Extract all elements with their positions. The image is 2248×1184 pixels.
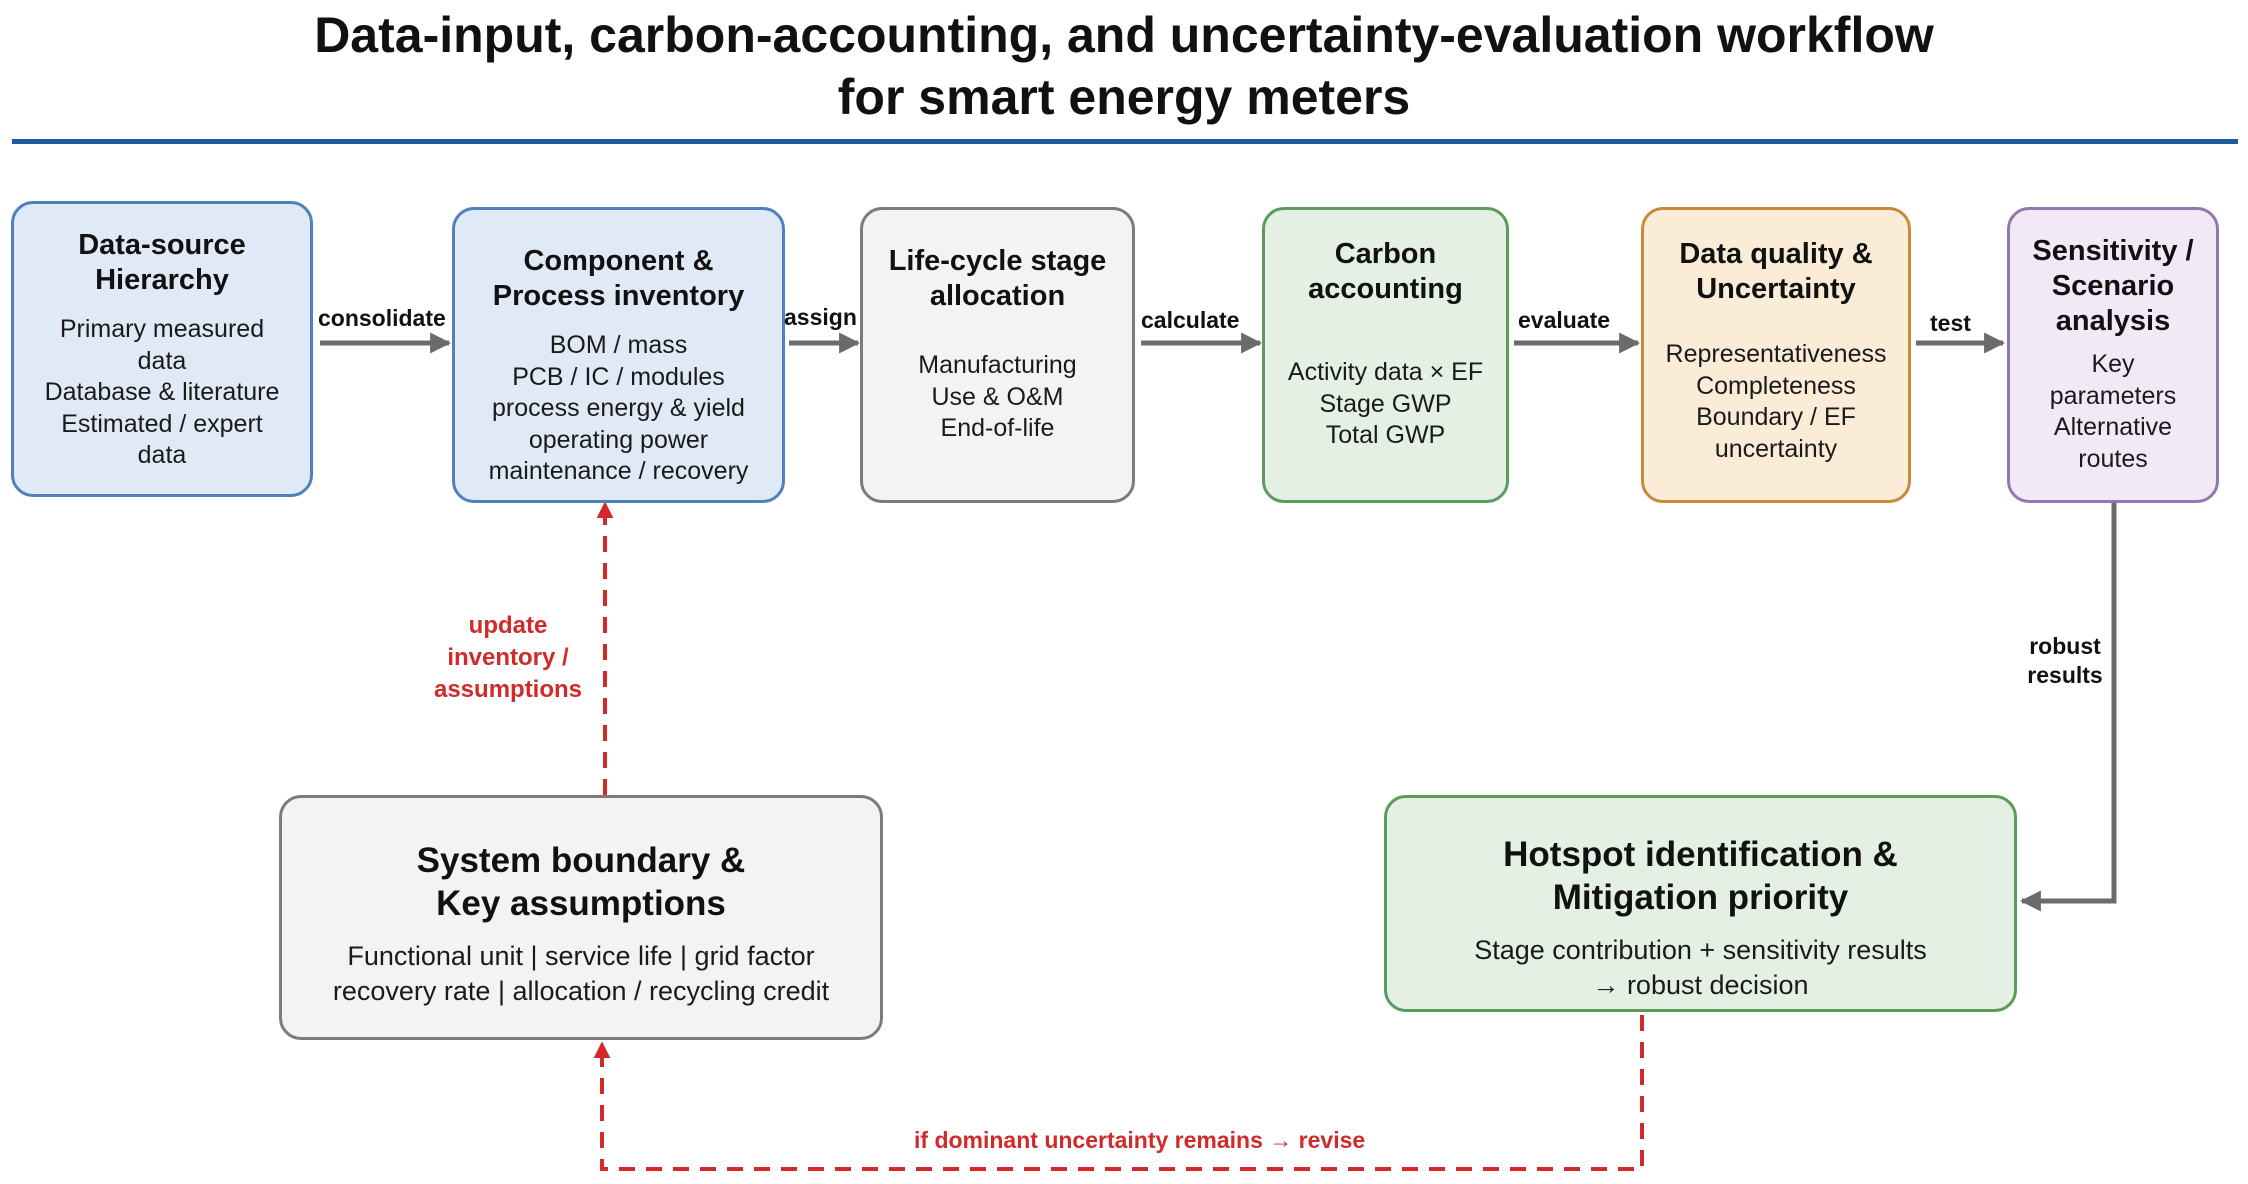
diagram-title: Data-input, carbon-accounting, and uncer… bbox=[0, 4, 2248, 128]
node-component-process-inventory: Component & Process inventory BOM / mass… bbox=[452, 207, 785, 503]
node-details: Stage contribution + sensitivity results… bbox=[1474, 935, 1927, 1000]
node-details: Representativeness Completeness Boundary… bbox=[1665, 340, 1887, 463]
node-details: Activity data × EF Stage GWP Total GWP bbox=[1287, 358, 1484, 449]
node-heading: Data-source Hierarchy bbox=[78, 229, 246, 296]
title-line-1: Data-input, carbon-accounting, and uncer… bbox=[314, 7, 1934, 63]
edge-label-test: test bbox=[1930, 310, 1971, 336]
node-heading: Data quality & Uncertainty bbox=[1679, 238, 1873, 305]
node-details: Manufacturing Use & O&M End-of-life bbox=[918, 351, 1077, 442]
edge-label-calculate: calculate bbox=[1141, 307, 1240, 333]
arrow-robust-results bbox=[2019, 503, 2117, 912]
flow-arrows bbox=[320, 332, 2117, 912]
edge-label-assign: assign bbox=[784, 304, 857, 330]
node-details: BOM / mass PCB / IC / modules process en… bbox=[488, 331, 749, 485]
arrow-revise-boundary bbox=[593, 1015, 1644, 1171]
edge-label-robust-results: robust results bbox=[2027, 633, 2103, 688]
edge-label-consolidate: consolidate bbox=[318, 305, 446, 331]
node-life-cycle-stage-allocation: Life-cycle stage allocation Manufacturin… bbox=[860, 207, 1135, 503]
edge-label-evaluate: evaluate bbox=[1518, 307, 1611, 333]
node-heading: Sensitivity / Scenario analysis bbox=[2032, 235, 2194, 337]
node-heading: Life-cycle stage allocation bbox=[888, 245, 1107, 312]
node-details: Functional unit | service life | grid fa… bbox=[332, 941, 830, 1006]
edge-label-update-inventory: update inventory / assumptions bbox=[433, 612, 583, 703]
node-sensitivity-scenario-analysis: Sensitivity / Scenario analysis Key para… bbox=[2007, 207, 2219, 503]
node-heading: Component & Process inventory bbox=[492, 245, 745, 312]
node-system-boundary-key-assumptions: System boundary & Key assumptions Functi… bbox=[279, 795, 883, 1040]
feedback-arrows bbox=[593, 501, 1644, 1171]
node-heading: System boundary & Key assumptions bbox=[416, 841, 746, 923]
node-hotspot-identification-mitigation-priority: Hotspot identification & Mitigation prio… bbox=[1384, 795, 2017, 1012]
edge-label-revise: if dominant uncertainty remains → revise bbox=[914, 1127, 1366, 1153]
node-data-source-hierarchy: Data-source Hierarchy Primary measured d… bbox=[11, 201, 313, 497]
node-carbon-accounting: Carbon accounting Activity data × EF Sta… bbox=[1262, 207, 1509, 503]
node-heading: Hotspot identification & Mitigation prio… bbox=[1503, 835, 1898, 917]
node-heading: Carbon accounting bbox=[1308, 238, 1463, 305]
node-data-quality-uncertainty: Data quality & Uncertainty Representativ… bbox=[1641, 207, 1911, 503]
node-details: Key parameters Alternative routes bbox=[2049, 350, 2177, 473]
node-details: Primary measured data Database & literat… bbox=[44, 315, 280, 469]
title-line-2: for smart energy meters bbox=[837, 69, 1411, 125]
title-underline bbox=[12, 139, 2238, 144]
